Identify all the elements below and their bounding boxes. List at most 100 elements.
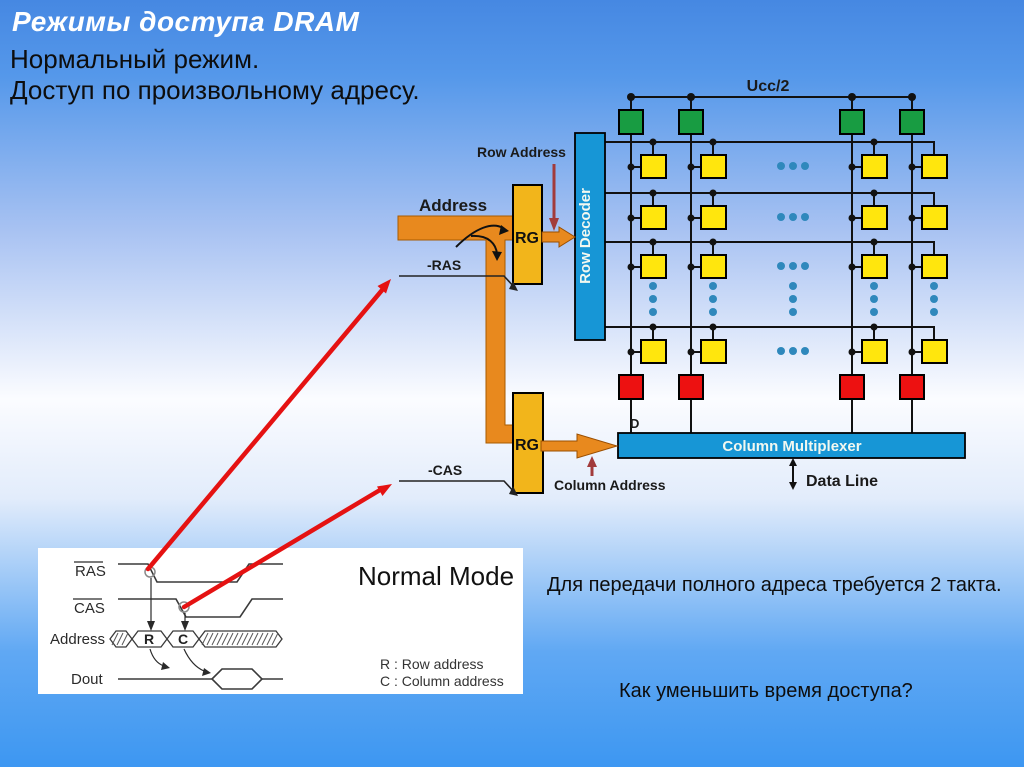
array-wiring xyxy=(603,93,948,433)
column-register-output-arrow xyxy=(540,433,619,459)
ellipsis-dot xyxy=(777,262,785,270)
hatch-line xyxy=(241,632,249,646)
memory-cell xyxy=(861,205,888,230)
timing-panel xyxy=(38,548,523,694)
hatch-lines xyxy=(111,632,279,646)
slide-subtitle: Нормальный режим. Доступ по произвольном… xyxy=(10,44,420,106)
junction-dot xyxy=(848,93,856,101)
junction-dot xyxy=(709,189,717,197)
ellipsis-dot xyxy=(801,213,809,221)
hatch-line xyxy=(216,632,224,646)
ellipsis-dot xyxy=(649,308,657,316)
ellipsis-dot xyxy=(789,347,797,355)
hatch-line xyxy=(271,632,279,646)
ellipsis-dot xyxy=(870,282,878,290)
hatch-line xyxy=(206,632,214,646)
col-latency-arrow xyxy=(183,648,205,672)
precharge-cell xyxy=(678,109,704,135)
memory-cell xyxy=(921,339,948,364)
ellipsis-dot xyxy=(789,295,797,303)
junction-dot xyxy=(687,93,695,101)
hatch-line xyxy=(266,632,274,646)
cas-edge-marker xyxy=(178,601,190,613)
mode-title: Normal Mode xyxy=(358,561,514,591)
junction-dot xyxy=(709,323,717,331)
row-decoder-label: Row Decoder xyxy=(577,188,594,284)
hatch-line xyxy=(116,632,124,646)
ellipsis-dot xyxy=(789,162,797,170)
bus-split-arrow-row xyxy=(455,224,504,248)
junction-dot xyxy=(649,238,657,246)
hatch-line xyxy=(251,632,259,646)
column-address-label: Column Address xyxy=(554,477,666,493)
ras-line xyxy=(399,275,516,289)
memory-cell xyxy=(700,254,727,279)
row-address-pointer-head xyxy=(549,218,559,231)
ellipsis-dot xyxy=(789,282,797,290)
ellipsis-dot xyxy=(801,347,809,355)
ellipsis-dot xyxy=(709,295,717,303)
hatch-line xyxy=(246,632,254,646)
timing-label-dout: Dout xyxy=(71,671,104,688)
sense-amp xyxy=(839,374,865,400)
data-line-arrowhead-down xyxy=(789,482,797,490)
junction-dot xyxy=(627,163,635,171)
row-latency-arrowhead xyxy=(161,662,170,670)
slide-title: Режимы доступа DRAM xyxy=(12,6,360,37)
row-decoder-box xyxy=(574,132,606,341)
ucc-label: Ucc/2 xyxy=(747,78,790,95)
dout-data-bubble xyxy=(210,668,264,690)
ellipsis-dot xyxy=(930,282,938,290)
ellipsis-dot xyxy=(777,162,785,170)
junction-dot xyxy=(908,163,916,171)
column-multiplexer-box xyxy=(617,432,966,459)
junction-dot xyxy=(709,238,717,246)
ras-strobe-arrowhead xyxy=(147,621,155,631)
memory-cell xyxy=(861,339,888,364)
row-symbol: R xyxy=(144,631,154,647)
junction-dot xyxy=(627,93,635,101)
hatch-line xyxy=(121,632,129,646)
data-line-arrowhead-up xyxy=(789,458,797,466)
highlight-arrowhead-ras xyxy=(377,279,391,294)
junction-dot xyxy=(687,163,695,171)
ellipsis-dot xyxy=(777,213,785,221)
junction-dot xyxy=(848,163,856,171)
note-question: Как уменьшить время доступа? xyxy=(619,680,913,702)
junction-dot xyxy=(870,138,878,146)
junction-dot xyxy=(709,138,717,146)
hatch-line xyxy=(221,632,229,646)
timing-label-cas: CAS xyxy=(74,600,105,617)
ellipsis-dot xyxy=(789,262,797,270)
col-latency-arrowhead xyxy=(202,668,211,676)
hatch-line xyxy=(231,632,239,646)
precharge-cell xyxy=(899,109,925,135)
column-register-label: RG xyxy=(515,437,539,454)
highlight-arrow-cas xyxy=(181,487,383,610)
note-full-address: Для передачи полного адреса требуется 2 … xyxy=(547,574,1002,596)
junction-dot xyxy=(687,214,695,222)
hatch-line xyxy=(236,632,244,646)
junction-dot xyxy=(908,263,916,271)
memory-cell xyxy=(700,154,727,179)
ras-line-arrowhead xyxy=(509,281,518,291)
hatch-line xyxy=(201,632,209,646)
cas-label: -CAS xyxy=(428,462,462,478)
junction-dot xyxy=(627,263,635,271)
memory-cell xyxy=(921,205,948,230)
precharge-cell xyxy=(839,109,865,135)
junction-dot xyxy=(908,93,916,101)
junction-dot xyxy=(687,263,695,271)
cas-line xyxy=(399,480,516,494)
subtitle-line-1: Нормальный режим. xyxy=(10,44,260,74)
junction-dot xyxy=(687,348,695,356)
cas-strobe-arrowhead xyxy=(181,621,189,631)
ellipsis-dot xyxy=(870,295,878,303)
bus-split-arrowhead-col xyxy=(492,251,502,261)
highlight-arrow-ras xyxy=(145,286,386,572)
col-symbol: C xyxy=(178,631,188,647)
data-line-label: Data Line xyxy=(806,473,878,490)
junction-dot xyxy=(870,238,878,246)
row-register-label: RG xyxy=(515,230,539,247)
